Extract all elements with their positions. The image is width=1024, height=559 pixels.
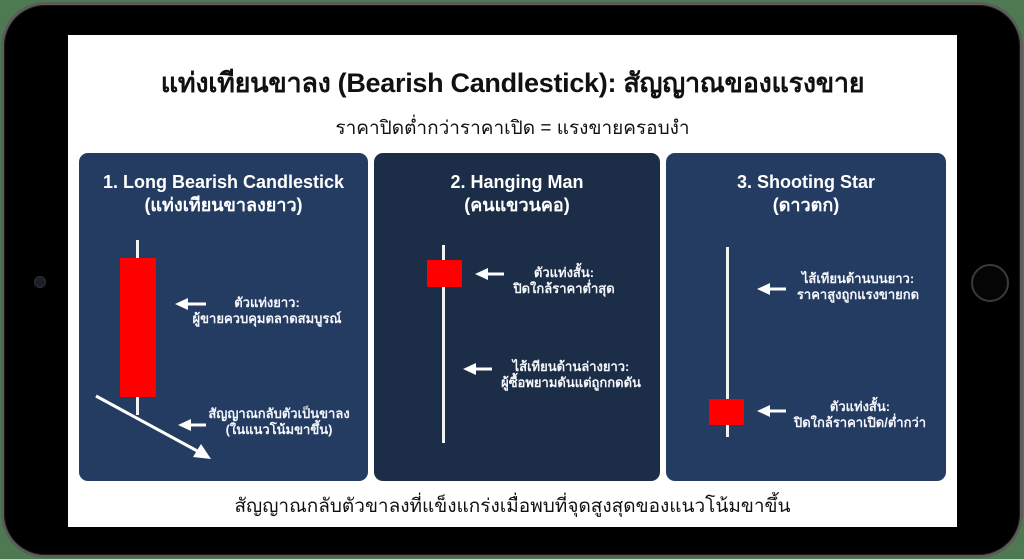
panel-shooting-star: 3. Shooting Star (ดาวตก) ไส้เทียนด้านบนย…: [666, 153, 946, 481]
annotation-short-body: ตัวแท่งสั้น: ปิดใกล้ราคาต่ำสุด: [513, 265, 615, 296]
panel-title: 3. Shooting Star (ดาวตก): [666, 171, 946, 217]
page-title: แท่งเทียนขาลง (Bearish Candlestick): สัญ…: [160, 68, 865, 98]
infographic-screen: แท่งเทียนขาลง (Bearish Candlestick): สัญ…: [68, 35, 957, 527]
annotation-long-body: ตัวแท่งยาว: ผู้ขายควบคุมตลาดสมบูรณ์: [192, 295, 342, 326]
panel-title-en: 2. Hanging Man: [450, 172, 584, 192]
panel-hanging-man: 2. Hanging Man (คนแขวนคอ) ตัวแท่งสั้น: ป…: [374, 153, 660, 481]
front-camera: [34, 276, 46, 288]
annotation-lower-shadow: ไส้เทียนด้านล่างยาว: ผู้ซื้อพยามดันแต่ถู…: [501, 359, 641, 390]
candle-wick: [442, 245, 445, 443]
candle-body-long-bearish: [120, 258, 156, 397]
downtrend-arrow-icon: [95, 394, 211, 459]
panel-title: 1. Long Bearish Candlestick (แท่งเทียนขา…: [79, 171, 368, 217]
panel-long-bearish: 1. Long Bearish Candlestick (แท่งเทียนขา…: [79, 153, 368, 481]
panel-title-en: 3. Shooting Star: [736, 172, 875, 192]
candle-wick: [726, 247, 729, 437]
home-button[interactable]: [971, 264, 1009, 302]
panel-title-th: (คนแขวนคอ): [464, 195, 570, 215]
annotation-upper-shadow: ไส้เทียนด้านบนยาว: ราคาสูงถูกแรงขายกด: [796, 271, 920, 302]
panel-title-en: 1. Long Bearish Candlestick: [102, 172, 345, 192]
panel-title-th: (ดาวตก): [772, 195, 840, 215]
annotation-reversal: สัญญาณกลับตัวเป็นขาลง (ในแนวโน้มขาขึ้น): [208, 406, 350, 437]
annotation-short-body: ตัวแท่งสั้น: ปิดใกล้ราคาเปิด/ต่ำกว่า: [793, 399, 927, 430]
panel-title: 2. Hanging Man (คนแขวนคอ): [374, 171, 660, 217]
page-subtitle: ราคาปิดต่ำกว่าราคาเปิด = แรงขายครอบงำ: [335, 118, 690, 139]
candle-body-shooting-star: [709, 399, 744, 425]
footer-note: สัญญาณกลับตัวขาลงที่แข็งแกร่งเมื่อพบที่จ…: [234, 496, 791, 517]
panel-title-th: (แท่งเทียนขาลงยาว): [144, 195, 303, 215]
candle-body-hanging-man: [427, 260, 462, 287]
